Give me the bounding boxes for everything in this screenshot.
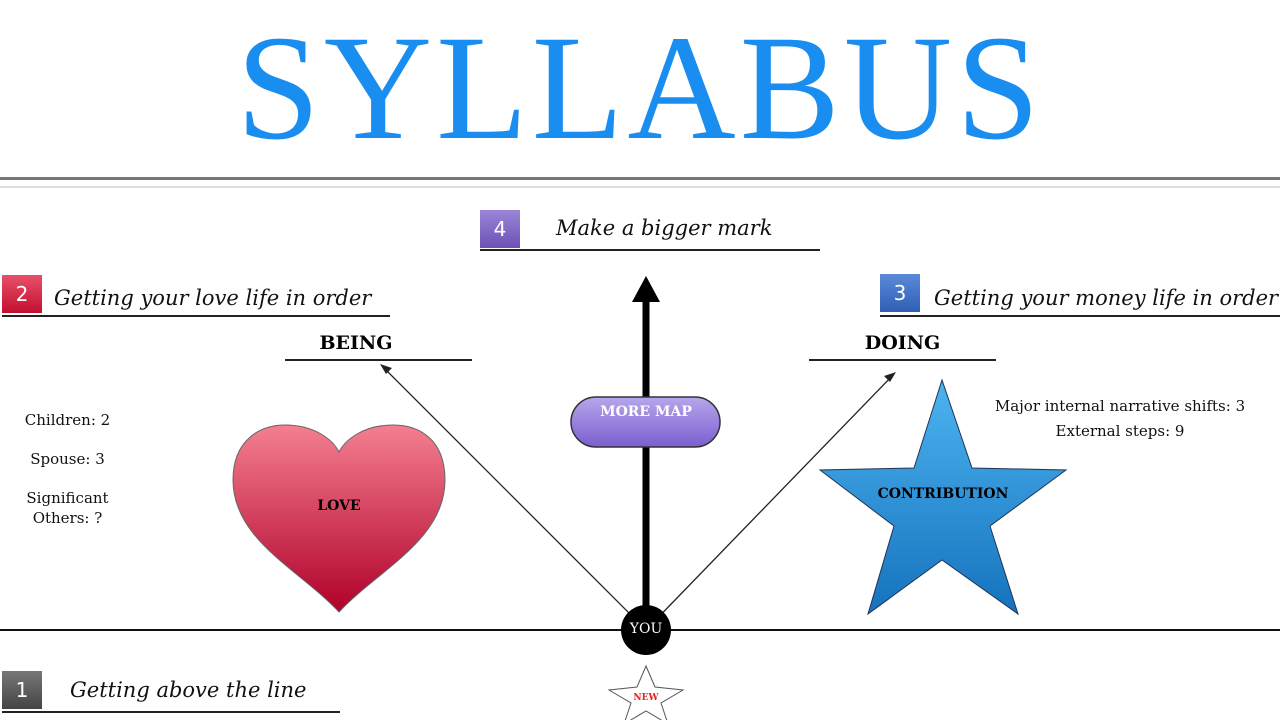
arrow-being bbox=[381, 365, 647, 631]
arrow-doing bbox=[645, 373, 895, 631]
section-1-badge: 1 bbox=[2, 671, 42, 709]
section-4-label: Make a bigger mark bbox=[556, 216, 773, 240]
section-2-label: Getting your love life in order bbox=[54, 286, 372, 310]
doing-label: DOING bbox=[864, 332, 941, 354]
heart-shape bbox=[232, 424, 446, 613]
you-label: YOU bbox=[629, 621, 663, 637]
page-title: SYLLABUS bbox=[236, 5, 1044, 171]
children-stat: Children: 2 bbox=[24, 411, 111, 429]
section-4-badge: 4 bbox=[480, 210, 520, 248]
being-label: BEING bbox=[319, 332, 393, 354]
contribution-label: CONTRIBUTION bbox=[877, 486, 1009, 502]
new-star bbox=[607, 664, 685, 720]
underline bbox=[880, 315, 1280, 317]
new-label: NEW bbox=[633, 693, 659, 703]
underline bbox=[2, 315, 390, 317]
section-2-badge: 2 bbox=[2, 275, 42, 313]
section-1-label: Getting above the line bbox=[70, 678, 307, 702]
more-map-pill bbox=[570, 396, 721, 448]
divider bbox=[0, 177, 1280, 180]
divider bbox=[0, 186, 1280, 188]
section-3-badge: 3 bbox=[880, 274, 920, 312]
external-steps-stat: External steps: 9 bbox=[1055, 422, 1185, 440]
contribution-star bbox=[818, 378, 1068, 616]
more-map-label: MORE MAP bbox=[600, 404, 692, 420]
significant-others-stat: Significant Others: ? bbox=[26, 489, 109, 527]
underline bbox=[2, 711, 340, 713]
spouse-stat: Spouse: 3 bbox=[30, 450, 105, 468]
section-3-label: Getting your money life in order bbox=[934, 286, 1279, 310]
underline bbox=[285, 359, 472, 361]
narrative-shifts-stat: Major internal narrative shifts: 3 bbox=[994, 397, 1246, 415]
love-label: LOVE bbox=[317, 498, 361, 514]
underline bbox=[480, 249, 820, 251]
you-circle bbox=[621, 605, 671, 655]
underline bbox=[809, 359, 996, 361]
